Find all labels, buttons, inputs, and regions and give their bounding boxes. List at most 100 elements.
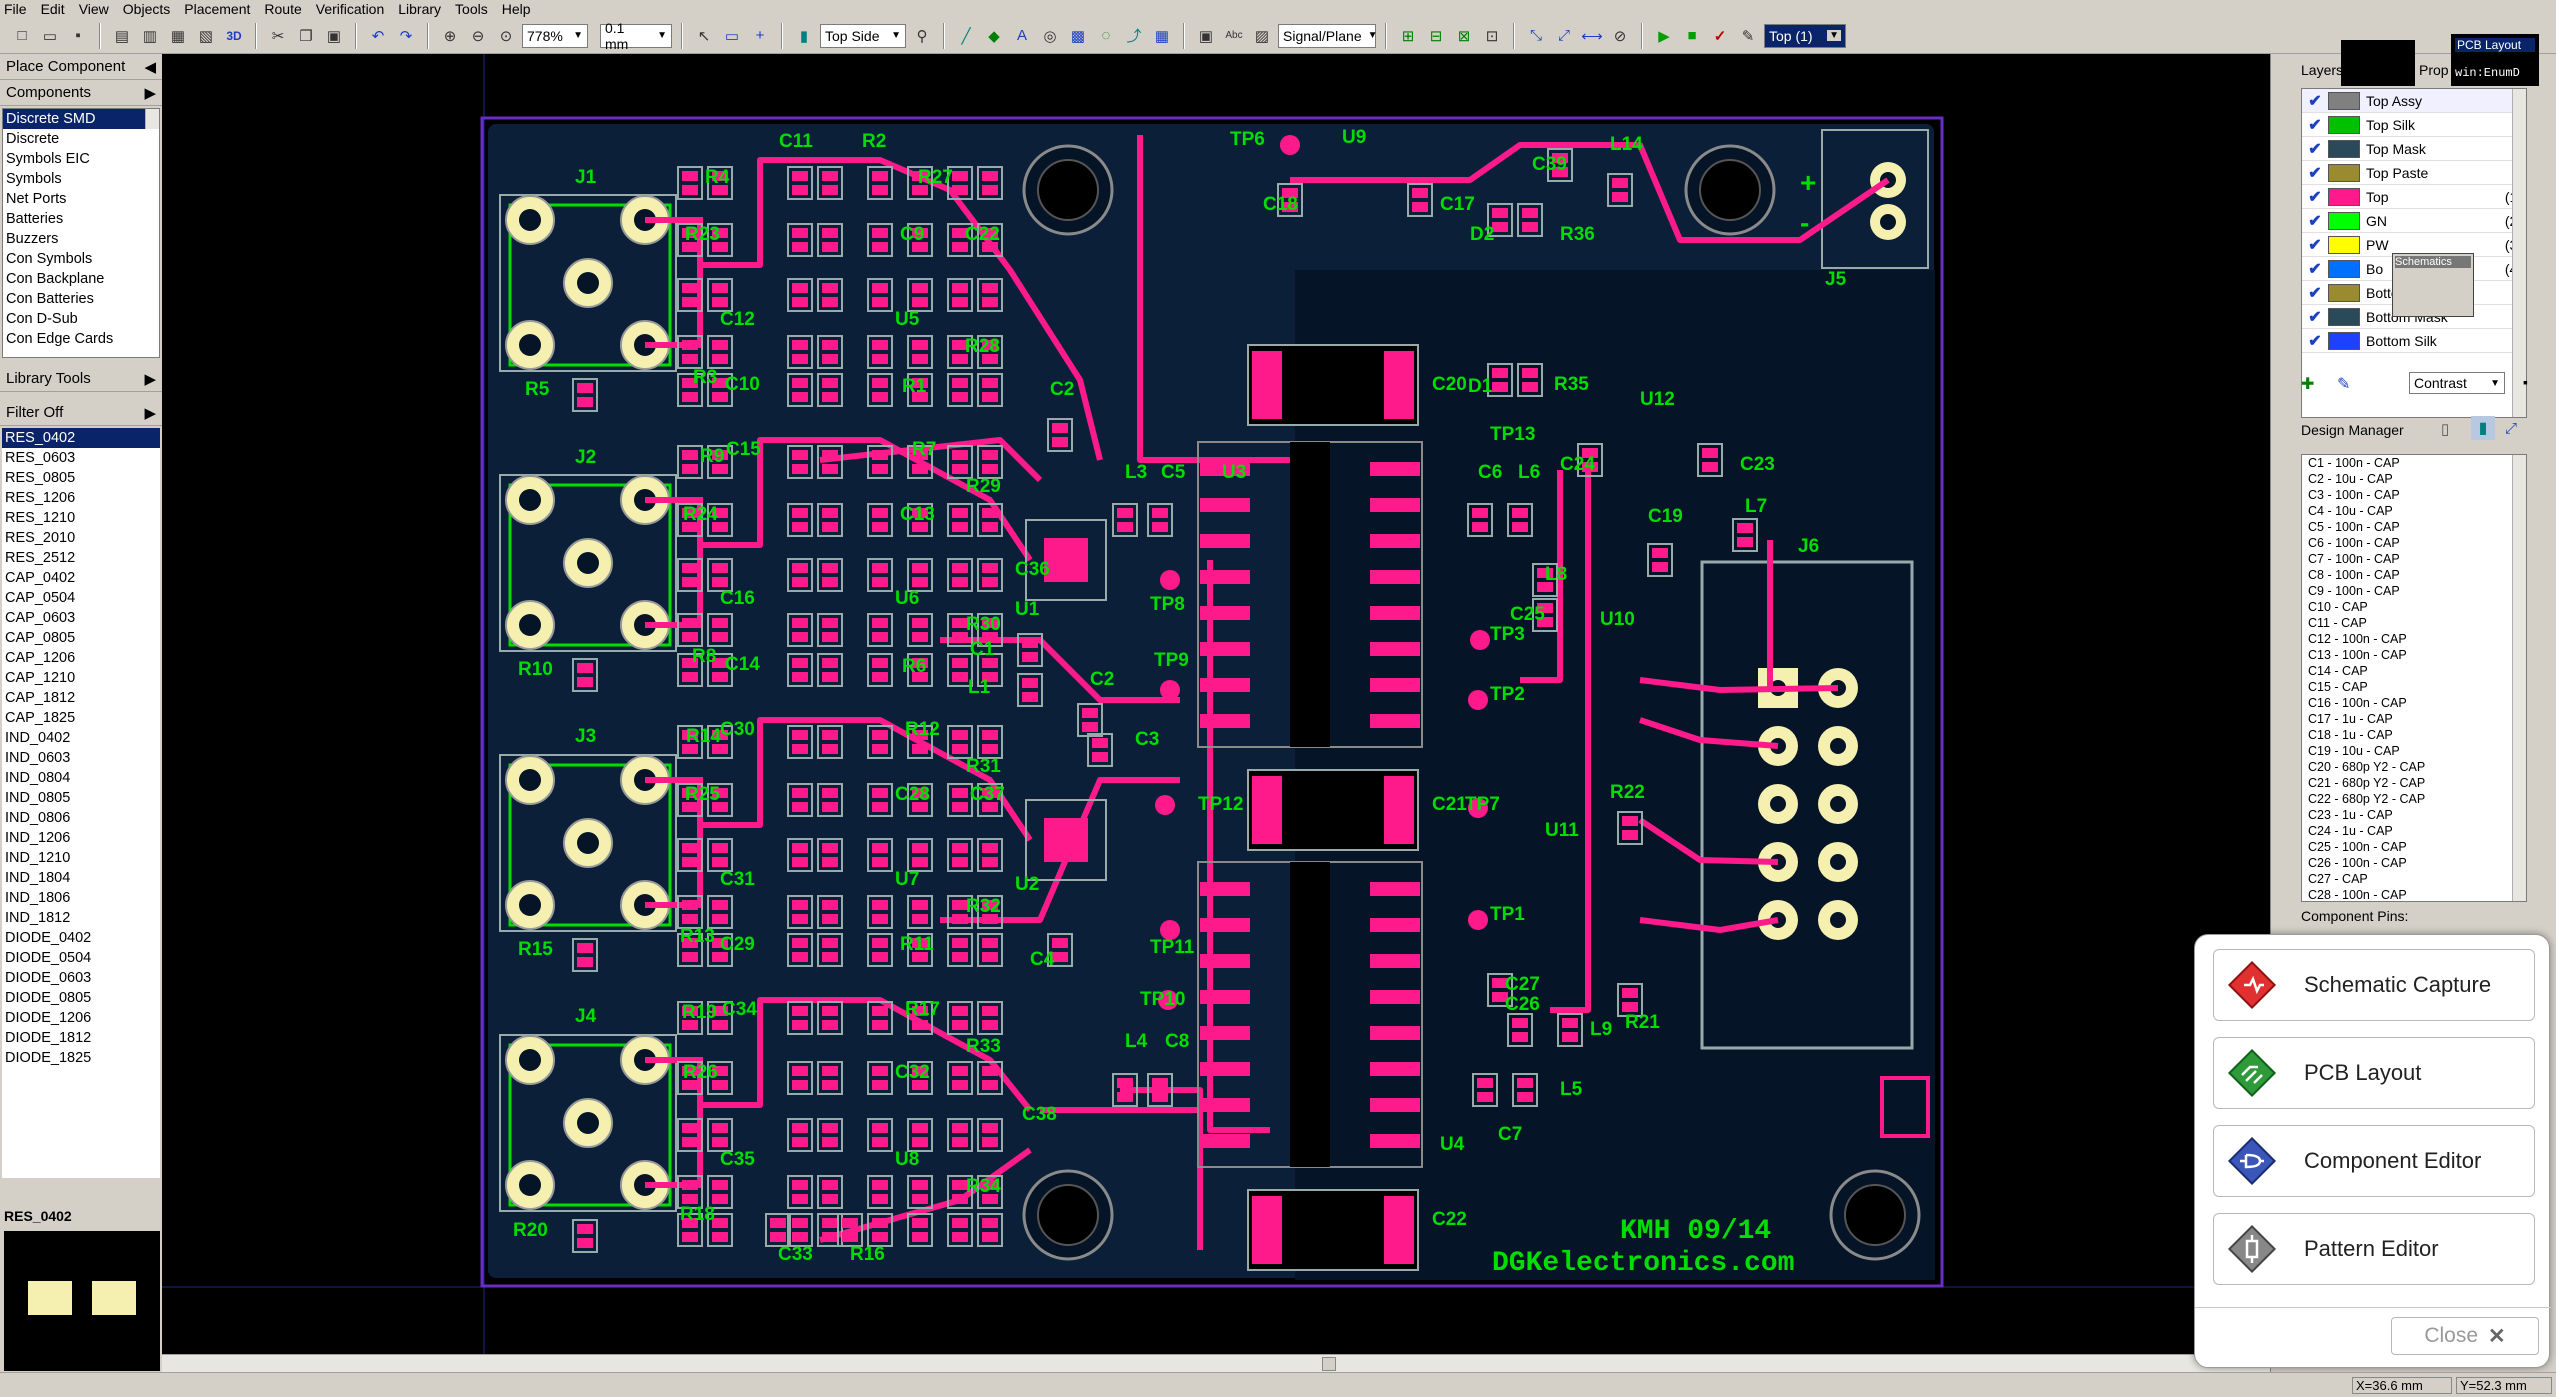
layer-row[interactable]: ✔GN(2) xyxy=(2302,209,2526,233)
distribute-icon[interactable]: ⊟ xyxy=(1429,27,1443,45)
category-item[interactable]: Discrete xyxy=(6,131,60,147)
check-icon[interactable]: ✔ xyxy=(2308,308,2322,326)
pattern-item[interactable]: RES_2010 xyxy=(5,530,76,546)
component-list-item[interactable]: C22 - 680p Y2 - CAP xyxy=(2308,792,2426,806)
menu-view[interactable]: View xyxy=(78,1,109,17)
plane-select[interactable]: Signal/Plane▼ xyxy=(1278,23,1378,48)
pattern-item[interactable]: IND_0804 xyxy=(5,770,71,786)
pattern-item[interactable]: IND_1806 xyxy=(5,890,71,906)
grid-icon[interactable]: ▦ xyxy=(1154,27,1170,45)
component-list-item[interactable]: C3 - 100n - CAP xyxy=(2308,488,2400,502)
print-preview-icon[interactable]: ▥ xyxy=(142,27,158,45)
component-list-item[interactable]: C8 - 100n - CAP xyxy=(2308,568,2400,582)
pattern-item[interactable]: RES_0402 xyxy=(2,428,160,448)
check-icon[interactable]: ✔ xyxy=(2308,236,2322,254)
menu-help[interactable]: Help xyxy=(501,1,531,17)
spellcheck-icon[interactable]: Abc xyxy=(1225,30,1243,41)
cut-icon[interactable]: ✂ xyxy=(271,27,285,45)
undo-icon[interactable]: ↶ xyxy=(371,27,385,45)
collapse-left-icon[interactable]: ◀ xyxy=(144,58,156,76)
pattern-item[interactable]: CAP_1210 xyxy=(5,670,76,686)
pattern-item[interactable]: DIODE_0402 xyxy=(5,930,92,946)
pattern-item[interactable]: IND_1812 xyxy=(5,910,71,926)
pattern-editor-button[interactable]: Pattern Editor xyxy=(2213,1213,2535,1285)
pattern-item[interactable]: RES_0603 xyxy=(5,450,76,466)
check-icon[interactable]: ✔ xyxy=(2308,260,2322,278)
pattern-item[interactable]: DIODE_0504 xyxy=(5,950,92,966)
redo-icon[interactable]: ↷ xyxy=(399,27,413,45)
active-layer-select[interactable]: Top (1)▼ xyxy=(1764,23,1846,48)
dm-filter-icon[interactable]: ▯ xyxy=(2441,421,2450,438)
layer-settings-icon[interactable]: ▪ xyxy=(2523,374,2528,390)
pattern-item[interactable]: IND_1206 xyxy=(5,830,71,846)
differential-pair-icon[interactable]: ⤢ xyxy=(1557,27,1570,44)
category-item[interactable]: Con Batteries xyxy=(6,291,94,307)
component-list-item[interactable]: C25 - 100n - CAP xyxy=(2308,840,2407,854)
pattern-item[interactable]: DIODE_1206 xyxy=(5,1010,92,1026)
component-list-item[interactable]: C6 - 100n - CAP xyxy=(2308,536,2400,550)
component-list-item[interactable]: C21 - 680p Y2 - CAP xyxy=(2308,776,2426,790)
pcb-layout-button[interactable]: PCB Layout xyxy=(2213,1037,2535,1109)
pattern-item[interactable]: CAP_1206 xyxy=(5,650,76,666)
component-list-item[interactable]: C24 - 1u - CAP xyxy=(2308,824,2393,838)
menu-tools[interactable]: Tools xyxy=(455,1,488,17)
layer-color-swatch[interactable] xyxy=(2328,139,2360,158)
menu-placement[interactable]: Placement xyxy=(184,1,251,17)
pattern-item[interactable]: CAP_0805 xyxy=(5,630,76,646)
layer-color-swatch[interactable] xyxy=(2328,91,2360,110)
category-item[interactable]: Symbols EIC xyxy=(6,151,90,167)
check-icon[interactable]: ✔ xyxy=(2308,140,2322,158)
category-item[interactable]: Con Symbols xyxy=(6,251,93,267)
component-list-item[interactable]: C1 - 100n - CAP xyxy=(2308,456,2400,470)
open-folder-icon[interactable]: ▭ xyxy=(42,27,58,45)
3d-view-icon[interactable]: 3D xyxy=(226,28,242,43)
autoroute-icon[interactable]: ⤴ xyxy=(1126,28,1142,45)
menu-library[interactable]: Library xyxy=(398,1,442,17)
menu-verification[interactable]: Verification xyxy=(315,1,385,17)
component-list-item[interactable]: C9 - 100n - CAP xyxy=(2308,584,2400,598)
via-icon[interactable]: ◆ xyxy=(988,27,1000,45)
dm-components-icon[interactable]: ▮ xyxy=(2471,416,2495,440)
layer-add-icon[interactable]: ✚ xyxy=(2301,376,2315,393)
place-component-header[interactable]: Place Component◀ xyxy=(0,54,162,80)
category-item[interactable]: Con D-Sub xyxy=(6,311,78,327)
select-box-icon[interactable]: ▭ xyxy=(724,27,740,45)
component-icon[interactable]: ▣ xyxy=(1198,27,1214,45)
group-icon[interactable]: ⊠ xyxy=(1457,27,1471,45)
schematic-capture-button[interactable]: Schematic Capture xyxy=(2213,949,2535,1021)
lock-icon[interactable]: ⊡ xyxy=(1485,27,1499,45)
component-list-item[interactable]: C12 - 100n - CAP xyxy=(2308,632,2407,646)
component-list-item[interactable]: C2 - 10u - CAP xyxy=(2308,472,2393,486)
run-drc-icon[interactable]: ▶ xyxy=(1658,27,1670,45)
pattern-item[interactable]: IND_1210 xyxy=(5,850,71,866)
dm-nets-icon[interactable]: ⤢ xyxy=(2505,420,2518,437)
copper-pour-icon[interactable]: ▩ xyxy=(1070,27,1086,45)
route-line-icon[interactable]: ╱ xyxy=(961,27,971,45)
component-list-item[interactable]: C16 - 100n - CAP xyxy=(2308,696,2407,710)
pad-icon[interactable]: ◎ xyxy=(1043,27,1057,45)
pattern-item[interactable]: CAP_1825 xyxy=(5,710,76,726)
layer-color-swatch[interactable] xyxy=(2328,235,2360,254)
grid-select[interactable]: 0.1 mm▼ xyxy=(600,20,672,52)
check-icon[interactable]: ✔ xyxy=(2308,116,2322,134)
layer-color-swatch[interactable] xyxy=(2328,283,2360,302)
image-icon[interactable]: ▨ xyxy=(1254,27,1270,45)
measure-icon[interactable]: ⟷ xyxy=(1581,27,1603,45)
dm-scrollbar[interactable] xyxy=(2512,455,2526,901)
layer-row[interactable]: ✔Bottom Silk xyxy=(2302,329,2526,353)
layer-color-swatch[interactable] xyxy=(2328,331,2360,350)
check-icon[interactable]: ✔ xyxy=(2308,92,2322,110)
category-item[interactable]: Batteries xyxy=(6,211,64,227)
component-list-item[interactable]: C18 - 1u - CAP xyxy=(2308,728,2393,742)
component-list-item[interactable]: C17 - 1u - CAP xyxy=(2308,712,2393,726)
trace-icon[interactable]: ⤡ xyxy=(1529,27,1542,44)
category-item[interactable]: Buzzers xyxy=(6,231,59,247)
find-icon[interactable]: ⚲ xyxy=(916,27,928,45)
gerber-icon[interactable]: ▦ xyxy=(170,27,186,45)
component-list-item[interactable]: C15 - CAP xyxy=(2308,680,2368,694)
layer-color-swatch[interactable] xyxy=(2328,115,2360,134)
component-editor-button[interactable]: Component Editor xyxy=(2213,1125,2535,1197)
pattern-item[interactable]: IND_0806 xyxy=(5,810,71,826)
category-item[interactable]: Symbols xyxy=(6,171,62,187)
